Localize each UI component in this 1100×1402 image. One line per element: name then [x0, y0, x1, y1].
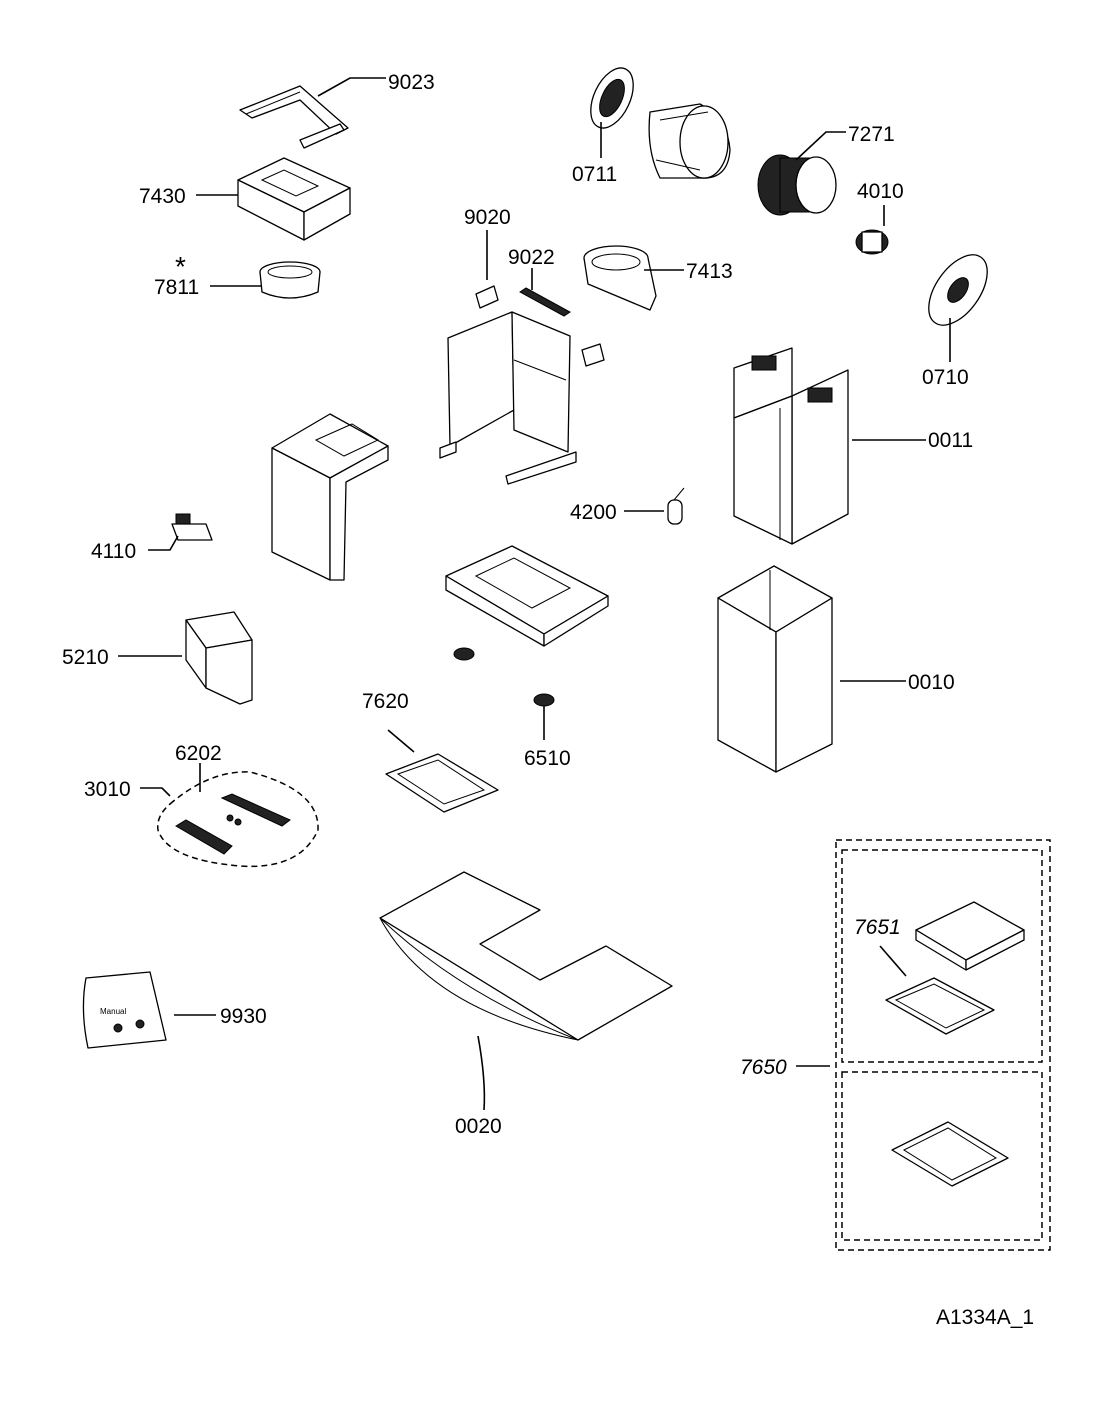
part-mounting-frame	[439, 311, 605, 485]
part-9020-clip	[475, 285, 499, 309]
part-7811-ring	[259, 261, 321, 299]
part-labels: 9023 7430 * 7811 0711 7271 4010 9020 902…	[62, 71, 1034, 1329]
part-fan-housing	[648, 103, 731, 179]
label-5210: 5210	[62, 646, 109, 669]
part-0020-canopy	[379, 871, 673, 1041]
label-4110: 4110	[91, 540, 136, 563]
label-7651: 7651	[854, 916, 901, 939]
part-9022-rail	[519, 287, 571, 317]
asterisk-mark: *	[175, 251, 186, 282]
part-7430-box	[237, 157, 351, 241]
part-7413-outlet	[583, 245, 657, 311]
label-9022: 9022	[508, 246, 555, 269]
part-0711-disc	[590, 67, 634, 129]
part-7650-filter-kit	[835, 839, 1051, 1251]
label-7650: 7650	[740, 1056, 787, 1079]
label-9023: 9023	[388, 71, 435, 94]
label-4200: 4200	[570, 501, 617, 524]
label-0710: 0710	[922, 366, 969, 389]
label-7430: 7430	[139, 185, 186, 208]
part-7271-fan-wheel	[757, 154, 837, 216]
label-0711: 0711	[572, 163, 617, 186]
label-6510: 6510	[524, 747, 571, 770]
leader-lines	[118, 77, 951, 1111]
part-9930-accessory-bag: Manual	[82, 971, 167, 1049]
part-4200-capacitor	[667, 487, 685, 525]
part-7620-grease-filter	[385, 753, 499, 813]
part-9023-bracket-frame	[239, 85, 349, 149]
label-0010: 0010	[908, 671, 955, 694]
drawing-code: A1334A_1	[936, 1306, 1034, 1329]
part-0010-lower-chimney	[717, 565, 833, 773]
part-5210-control-box	[185, 611, 253, 705]
part-0011-upper-chimney	[733, 347, 849, 545]
bag-label: Manual	[100, 1007, 126, 1016]
label-0020: 0020	[455, 1115, 502, 1138]
label-4010: 4010	[857, 180, 904, 203]
part-frame-tray	[445, 545, 609, 647]
label-0011: 0011	[928, 429, 973, 452]
part-0710-disc	[928, 254, 988, 326]
part-6510-lamp	[533, 693, 555, 707]
part-3010-6202-kit	[157, 771, 319, 868]
label-7811: 7811	[154, 276, 199, 299]
part-4010-motor	[855, 229, 889, 255]
label-9930: 9930	[220, 1005, 267, 1028]
label-9020: 9020	[464, 206, 511, 229]
part-lamp-holder	[453, 647, 475, 661]
label-7413: 7413	[686, 260, 733, 283]
label-7271: 7271	[848, 123, 895, 146]
label-3010: 3010	[84, 778, 131, 801]
label-7620: 7620	[362, 690, 409, 713]
label-6202: 6202	[175, 742, 222, 765]
part-hood-body	[271, 413, 389, 581]
part-4110-switch	[171, 513, 213, 541]
